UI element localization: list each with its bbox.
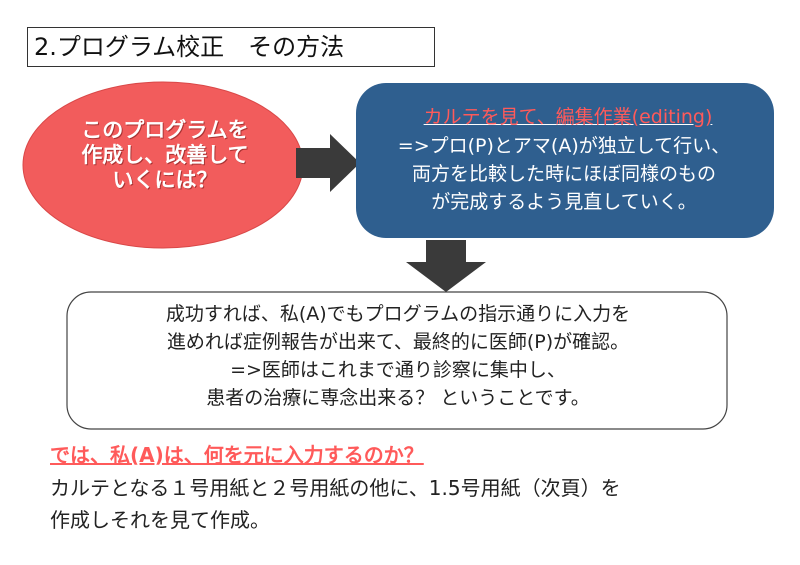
arrow-right-icon: [296, 134, 360, 192]
ellipse-text: このプログラムを 作成し、改善して いくには？: [40, 118, 290, 218]
arrow-down-icon: [406, 240, 486, 292]
editing-process-box: [356, 83, 774, 238]
result-line: 成功すれば、私(A)でもプログラムの指示通りに入力を: [165, 303, 631, 325]
answer-line: 作成しそれを見て作成。: [50, 508, 270, 532]
slide-title: 2.プログラム校正 その方法: [27, 27, 435, 67]
editing-line: が完成するよう見直していく。: [431, 191, 697, 213]
question-heading: では、私(A)は、何を元に入力するのか？: [50, 443, 424, 467]
editing-heading: カルテを見て、編集作業(editing): [423, 106, 713, 128]
result-line: =>医師はこれまで通り診察に集中し、: [230, 359, 566, 381]
editing-line: 両方を比較した時にほぼ同様のもの: [411, 163, 716, 185]
result-box: [66, 291, 728, 430]
ellipse-line: いくには？: [112, 168, 218, 192]
editing-line: =>プロ(P)とアマ(A)が独立して行い、: [397, 135, 731, 157]
answer-line: カルテとなる１号用紙と２号用紙の他に、1.5号用紙（次頁）を: [50, 476, 621, 500]
ellipse-line: このプログラムを: [81, 118, 249, 142]
ellipse-line: 作成し、改善して: [81, 143, 249, 167]
answer-text: カルテとなる１号用紙と２号用紙の他に、1.5号用紙（次頁）を 作成しそれを見て作…: [50, 472, 770, 536]
result-line: 患者の治療に専念出来る？ ということです。: [206, 387, 590, 409]
result-text: 成功すれば、私(A)でもプログラムの指示通りに入力を 進めれば症例報告が出来て、…: [68, 300, 728, 412]
editing-description: =>プロ(P)とアマ(A)が独立して行い、 両方を比較した時にほぼ同様のもの が…: [352, 132, 776, 216]
result-line: 進めれば症例報告が出来て、最終的に医師(P)が確認。: [166, 331, 630, 353]
